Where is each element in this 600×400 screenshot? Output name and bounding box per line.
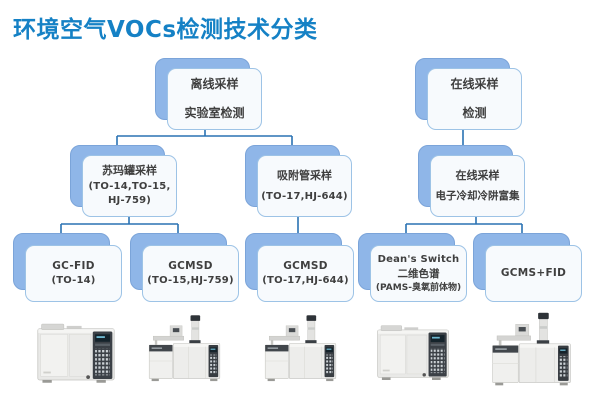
node-label: (PAMS-臭氧前体物): [375, 283, 462, 294]
node-label: GC-FID: [52, 260, 95, 273]
gc-analyzer-photo: [375, 321, 451, 382]
node-card: GCMSD (TO-17,HJ-644): [257, 245, 354, 302]
node-card: 苏玛罐采样 (TO-14,TO-15, HJ-759): [82, 155, 177, 217]
node-card: Dean's Switch 二维色谱 (PAMS-臭氧前体物): [370, 245, 467, 302]
node-card: 在线采样 电子冷却冷阱富集: [430, 155, 525, 217]
node-card: 在线采样 检测: [427, 68, 522, 130]
node-label: 在线采样: [450, 76, 499, 91]
node-label: 苏玛罐采样: [102, 164, 157, 178]
node-label: (TO-15,HJ-759): [147, 275, 234, 287]
node-label: 实验室检测: [184, 105, 245, 120]
node-label: 吸附管采样: [277, 168, 332, 182]
node-card: 离线采样 实验室检测: [167, 68, 262, 130]
node-label: (TO-17,HJ-644): [262, 275, 349, 287]
gc-analyzer-photo: [35, 321, 117, 383]
node-label: (TO-14,TO-15,: [88, 180, 171, 192]
gcms-with-autosampler-photo: [146, 314, 223, 384]
node-label: 二维色谱: [397, 268, 440, 281]
page-title: 环境空气VOCs检测技术分类: [13, 17, 318, 43]
node-card: 吸附管采样 (TO-17,HJ-644): [257, 155, 352, 217]
node-card: GCMSD (TO-15,HJ-759): [142, 245, 239, 302]
node-label: (TO-14): [51, 275, 96, 287]
node-label: 电子冷却冷阱富集: [435, 190, 520, 203]
node-label: HJ-759): [107, 195, 152, 207]
gcms-with-autosampler-photo: [485, 312, 578, 388]
node-label: 离线采样: [190, 76, 239, 91]
node-card: GC-FID (TO-14): [25, 245, 122, 302]
node-card: GCMS+FID: [485, 245, 582, 302]
node-label: 检测: [462, 105, 487, 120]
node-label: Dean's Switch: [377, 253, 460, 265]
node-label: (TO-17,HJ-644): [261, 190, 348, 202]
node-label: GCMS+FID: [500, 267, 567, 280]
node-label: GCMSD: [283, 260, 328, 273]
node-label: 在线采样: [455, 168, 500, 182]
gcms-with-autosampler-photo: [262, 314, 339, 384]
node-label: GCMSD: [168, 260, 213, 273]
